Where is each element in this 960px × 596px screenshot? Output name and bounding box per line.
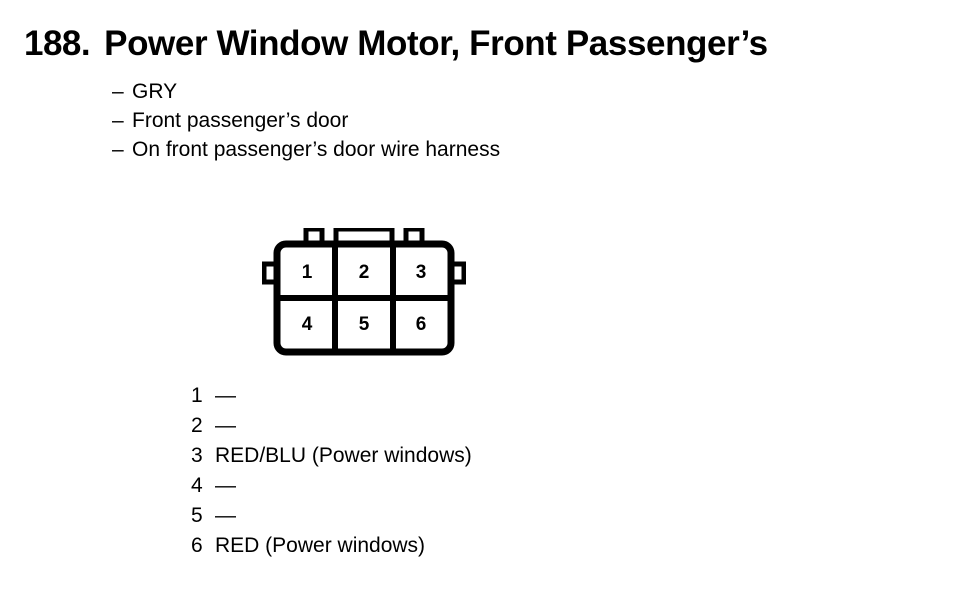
- pin-legend-number: 5: [191, 504, 203, 527]
- pin-legend-number: 3: [191, 444, 203, 467]
- description-item: – On front passenger’s door wire harness: [112, 135, 500, 164]
- description-item-label: Front passenger’s door: [132, 109, 349, 132]
- cavity-number-2: 2: [359, 262, 370, 283]
- pin-legend-number: 6: [191, 534, 203, 557]
- connector-cavity-dividers: [280, 247, 448, 349]
- page-title-number: 188.: [24, 24, 91, 63]
- pin-legend-row: 2 —: [191, 411, 472, 441]
- cavity-number-5: 5: [359, 314, 370, 335]
- page-title-text: Power Window Motor, Front Passenger’s: [104, 24, 768, 63]
- pin-legend: 1 — 2 — 3 RED/BLU (Power windows) 4 — 5 …: [191, 381, 472, 561]
- pin-legend-value: —: [215, 414, 236, 437]
- dash-marker: –: [112, 138, 124, 161]
- pin-legend-number: 1: [191, 384, 203, 407]
- cavity-number-3: 3: [416, 262, 427, 283]
- connector-diagram: 1 2 3 4 5 6: [262, 228, 466, 356]
- pin-legend-number: 4: [191, 474, 203, 497]
- page-title: 188. Power Window Motor, Front Passenger…: [24, 24, 768, 64]
- cavity-number-6: 6: [416, 314, 427, 335]
- description-item-label: GRY: [132, 80, 178, 103]
- pin-legend-value: —: [215, 504, 236, 527]
- dash-marker: –: [112, 80, 124, 103]
- pin-legend-value: —: [215, 474, 236, 497]
- pin-legend-row: 5 —: [191, 501, 472, 531]
- cavity-number-1: 1: [302, 262, 313, 283]
- description-list: – GRY – Front passenger’s door – On fron…: [112, 77, 500, 164]
- cavity-number-4: 4: [302, 314, 313, 335]
- pin-legend-row: 4 —: [191, 471, 472, 501]
- pin-legend-row: 3 RED/BLU (Power windows): [191, 441, 472, 471]
- pin-legend-value: RED/BLU (Power windows): [215, 444, 472, 467]
- description-item: – Front passenger’s door: [112, 106, 500, 135]
- pin-legend-row: 6 RED (Power windows): [191, 531, 472, 561]
- pin-legend-row: 1 —: [191, 381, 472, 411]
- description-item-label: On front passenger’s door wire harness: [132, 138, 501, 161]
- description-item: – GRY: [112, 77, 500, 106]
- dash-marker: –: [112, 109, 124, 132]
- pin-legend-number: 2: [191, 414, 203, 437]
- pin-legend-value: RED (Power windows): [215, 534, 426, 557]
- pin-legend-value: —: [215, 384, 236, 407]
